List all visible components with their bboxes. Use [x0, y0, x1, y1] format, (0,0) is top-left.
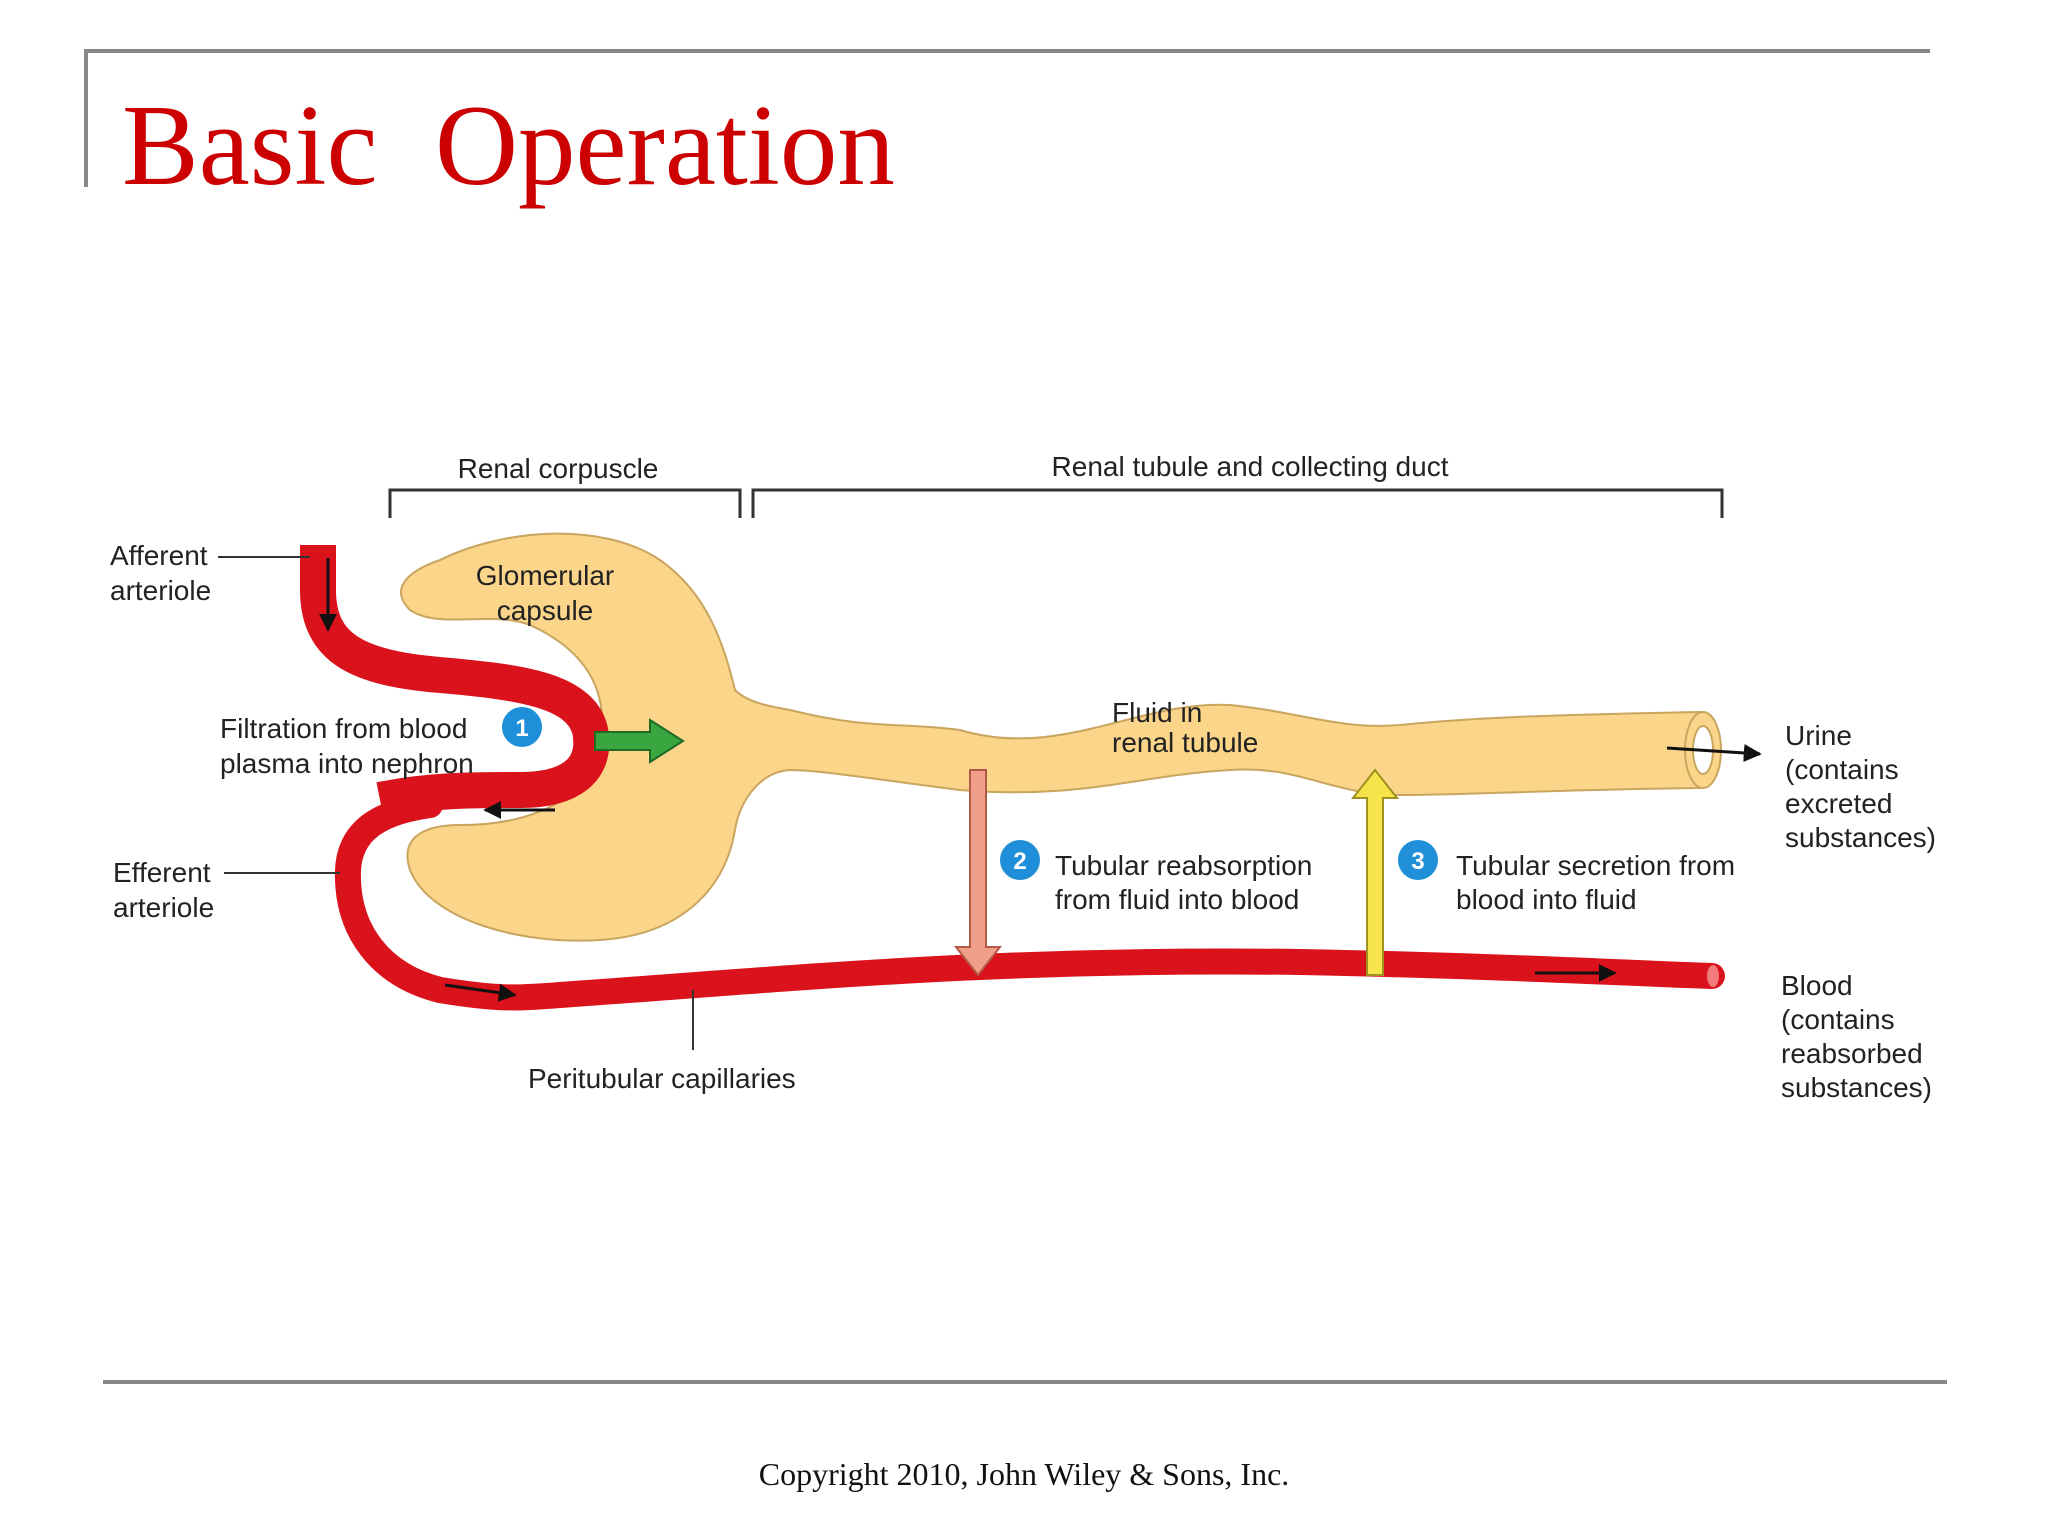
- step-1-label-2: plasma into nephron: [220, 748, 474, 779]
- secretion-arrow: [1350, 768, 1400, 976]
- blood-label-1: Blood: [1781, 970, 1853, 1001]
- urine-label-1: Urine: [1785, 720, 1852, 751]
- svg-text:3: 3: [1411, 848, 1424, 875]
- frame-bottom-rule: [103, 1380, 1947, 1384]
- afferent-label-2: arteriole: [110, 575, 211, 606]
- glomerular-capsule: [400, 532, 1701, 942]
- step-2-badge: 2: [998, 838, 1042, 882]
- urine-label-2: (contains: [1785, 754, 1899, 785]
- glomerular-capsule-label-1: Glomerular: [476, 560, 614, 591]
- efferent-label-2: arteriole: [113, 892, 214, 923]
- frame-left-rule: [84, 49, 88, 187]
- peritubular-capillaries-end: [1707, 965, 1719, 987]
- step-3-label-2: blood into fluid: [1456, 884, 1637, 915]
- efferent-arteriole-vessel: [334, 792, 1725, 1011]
- svg-text:2: 2: [1013, 848, 1026, 875]
- capillary-flow-arrow-1: [444, 983, 517, 1002]
- renal-tubule-label: Renal tubule and collecting duct: [1052, 451, 1449, 482]
- blood-label-3: reabsorbed: [1781, 1038, 1923, 1069]
- afferent-label-1: Afferent: [110, 540, 208, 571]
- step-1-label-1: Filtration from blood: [220, 713, 467, 744]
- reabsorption-arrow: [953, 769, 1003, 977]
- bracket-renal-corpuscle: [388, 488, 742, 518]
- bracket-renal-tubule: [751, 488, 1724, 518]
- urine-label-3: excreted: [1785, 788, 1892, 819]
- step-3-label-1: Tubular secretion from: [1456, 850, 1735, 881]
- glomerular-capsule-label-2: capsule: [497, 595, 594, 626]
- step-2-label-2: from fluid into blood: [1055, 884, 1299, 915]
- peritubular-label: Peritubular capillaries: [528, 1063, 796, 1094]
- frame-top-rule: [84, 49, 1930, 53]
- blood-label-2: (contains: [1781, 1004, 1895, 1035]
- step-3-badge: 3: [1396, 838, 1440, 882]
- efferent-label-1: Efferent: [113, 857, 211, 888]
- fluid-label-2: renal tubule: [1112, 727, 1258, 758]
- copyright-footer: Copyright 2010, John Wiley & Sons, Inc.: [758, 1456, 1290, 1492]
- filtration-arrow: [594, 718, 685, 764]
- urine-label-4: substances): [1785, 822, 1936, 853]
- blood-label-4: substances): [1781, 1072, 1932, 1103]
- urine-flow-arrow: [1666, 743, 1762, 762]
- step-1-badge: 1: [500, 705, 544, 749]
- afferent-arteriole-vessel: [300, 545, 610, 818]
- step-2-label-1: Tubular reabsorption: [1055, 850, 1312, 881]
- slide-title: Basic Operation: [122, 82, 895, 209]
- fluid-label-1: Fluid in: [1112, 697, 1202, 728]
- svg-text:1: 1: [515, 715, 528, 742]
- renal-corpuscle-label: Renal corpuscle: [458, 453, 659, 484]
